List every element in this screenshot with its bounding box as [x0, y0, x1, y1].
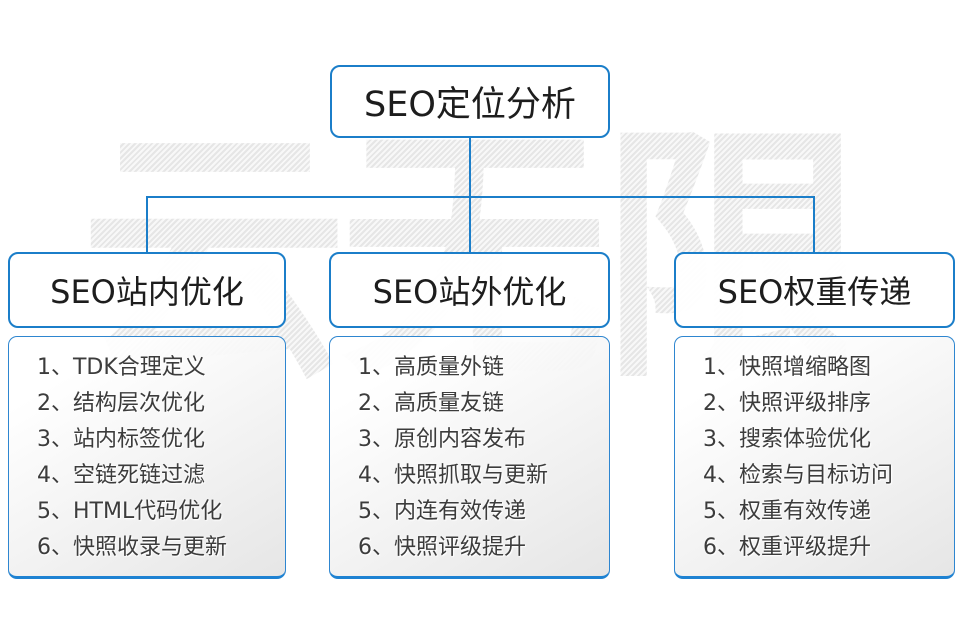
- branch-onsite-header: SEO站内优化: [8, 252, 286, 328]
- list-item: 1、TDK合理定义: [37, 355, 206, 380]
- list-item: 2、结构层次优化: [37, 391, 205, 416]
- connector-left-vertical: [146, 196, 148, 254]
- list-item: 1、快照增缩略图: [703, 355, 871, 380]
- branch-onsite-list: 1、TDK合理定义 2、结构层次优化 3、站内标签优化 4、空链死链过滤 5、H…: [37, 350, 275, 566]
- list-item: 2、高质量友链: [358, 391, 504, 416]
- list-item: 5、权重有效传递: [703, 499, 871, 524]
- connector-root-vertical: [469, 138, 471, 198]
- branch-offsite-list: 1、高质量外链 2、高质量友链 3、原创内容发布 4、快照抓取与更新 5、内连有…: [358, 350, 599, 566]
- list-item: 4、快照抓取与更新: [358, 463, 548, 488]
- branch-onsite-panel: 1、TDK合理定义 2、结构层次优化 3、站内标签优化 4、空链死链过滤 5、H…: [8, 336, 286, 579]
- branch-weight-panel: 1、快照增缩略图 2、快照评级排序 3、搜索体验优化 4、检索与目标访问 5、权…: [674, 336, 955, 579]
- branch-offsite-header: SEO站外优化: [329, 252, 610, 328]
- list-item: 6、快照收录与更新: [37, 535, 227, 560]
- list-item: 1、高质量外链: [358, 355, 504, 380]
- branch-weight-title: SEO权重传递: [717, 273, 912, 311]
- connector-horizontal: [146, 196, 815, 198]
- list-item: 4、检索与目标访问: [703, 463, 893, 488]
- list-item: 4、空链死链过滤: [37, 463, 205, 488]
- branch-weight-header: SEO权重传递: [674, 252, 955, 328]
- connector-right-vertical: [813, 196, 815, 254]
- list-item: 3、站内标签优化: [37, 427, 205, 452]
- list-item: 5、内连有效传递: [358, 499, 526, 524]
- root-node: SEO定位分析: [330, 65, 610, 138]
- list-item: 6、权重评级提升: [703, 535, 871, 560]
- list-item: 3、搜索体验优化: [703, 427, 871, 452]
- list-item: 3、原创内容发布: [358, 427, 526, 452]
- list-item: 5、HTML代码优化: [37, 499, 223, 524]
- branch-offsite-title: SEO站外优化: [372, 273, 567, 311]
- list-item: 2、快照评级排序: [703, 391, 871, 416]
- branch-onsite-title: SEO站内优化: [50, 273, 244, 311]
- list-item: 6、快照评级提升: [358, 535, 526, 560]
- branch-offsite-panel: 1、高质量外链 2、高质量友链 3、原创内容发布 4、快照抓取与更新 5、内连有…: [329, 336, 610, 579]
- branch-weight-list: 1、快照增缩略图 2、快照评级排序 3、搜索体验优化 4、检索与目标访问 5、权…: [703, 350, 944, 566]
- root-node-title: SEO定位分析: [364, 85, 576, 125]
- connector-middle-vertical: [469, 196, 471, 254]
